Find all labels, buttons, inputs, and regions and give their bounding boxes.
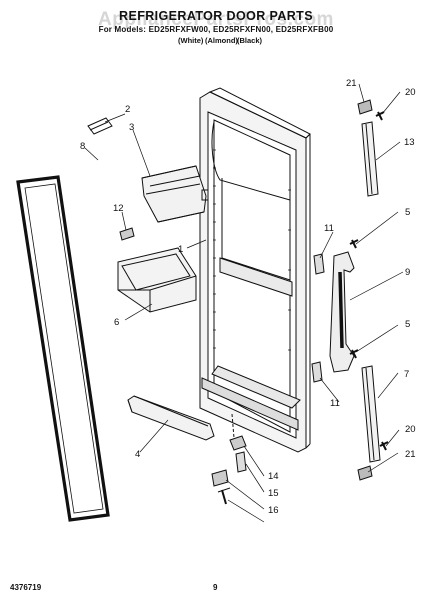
callout-15: 15 — [268, 488, 279, 499]
callout-8: 8 — [80, 141, 85, 152]
door-gasket — [16, 175, 110, 522]
door-handle — [329, 251, 355, 373]
callout-11-lower: 11 — [330, 398, 340, 409]
callout-16: 16 — [268, 505, 279, 516]
callout-6: 6 — [114, 317, 119, 328]
hinge-pin — [235, 451, 247, 473]
handle-screw-upper — [349, 239, 359, 249]
callout-11-upper: 11 — [324, 223, 334, 234]
color-black: (Black) — [237, 36, 263, 45]
trim-screw-lower — [379, 441, 389, 451]
callout-21-lower: 21 — [405, 449, 416, 460]
callout-14: 14 — [268, 471, 279, 482]
hinge-bushing — [229, 413, 247, 451]
door-clip — [87, 117, 113, 135]
callout-21-upper: 21 — [346, 78, 357, 89]
trim-strip-upper — [361, 121, 379, 197]
color-white: (White) — [178, 36, 204, 45]
callout-4: 4 — [135, 449, 140, 460]
callout-3: 3 — [129, 122, 134, 133]
callout-1: 1 — [178, 244, 183, 255]
callout-2: 2 — [125, 104, 130, 115]
handle-bracket-upper — [313, 253, 325, 275]
dairy-door — [141, 165, 209, 223]
callout-20-upper: 20 — [405, 87, 416, 98]
callout-5-upper: 5 — [405, 207, 410, 218]
dairy-bin — [117, 247, 197, 313]
model-list: For Models: ED25RFXFW00, ED25RFXFN00, ED… — [98, 25, 334, 34]
door-shelf — [127, 395, 215, 441]
callouts: 1 2 3 4 5 5 6 7 8 9 11 11 12 13 14 15 16… — [80, 78, 416, 516]
door-liner — [199, 87, 311, 453]
page-title: REFRIGERATOR DOOR PARTS — [119, 9, 313, 23]
leader-lines — [84, 83, 404, 523]
callout-12: 12 — [113, 203, 124, 214]
color-almond: (Almond) — [205, 36, 238, 45]
hinge-screw — [217, 487, 231, 505]
callout-7: 7 — [404, 369, 409, 380]
callout-13: 13 — [404, 137, 415, 148]
callout-20-lower: 20 — [405, 424, 416, 435]
document-number: 4376719 — [10, 583, 42, 592]
page-number: 9 — [213, 583, 218, 592]
callout-9: 9 — [405, 267, 410, 278]
hinge-bracket — [211, 469, 229, 487]
handle-screw-lower — [349, 349, 359, 359]
watermark-text: AppliancePartsPros.com — [98, 9, 334, 30]
retainer-clip — [119, 227, 135, 241]
trim-cap-upper — [357, 99, 373, 115]
trim-cap-lower — [357, 465, 373, 481]
trim-strip-lower — [361, 365, 381, 463]
callout-5-lower: 5 — [405, 319, 410, 330]
